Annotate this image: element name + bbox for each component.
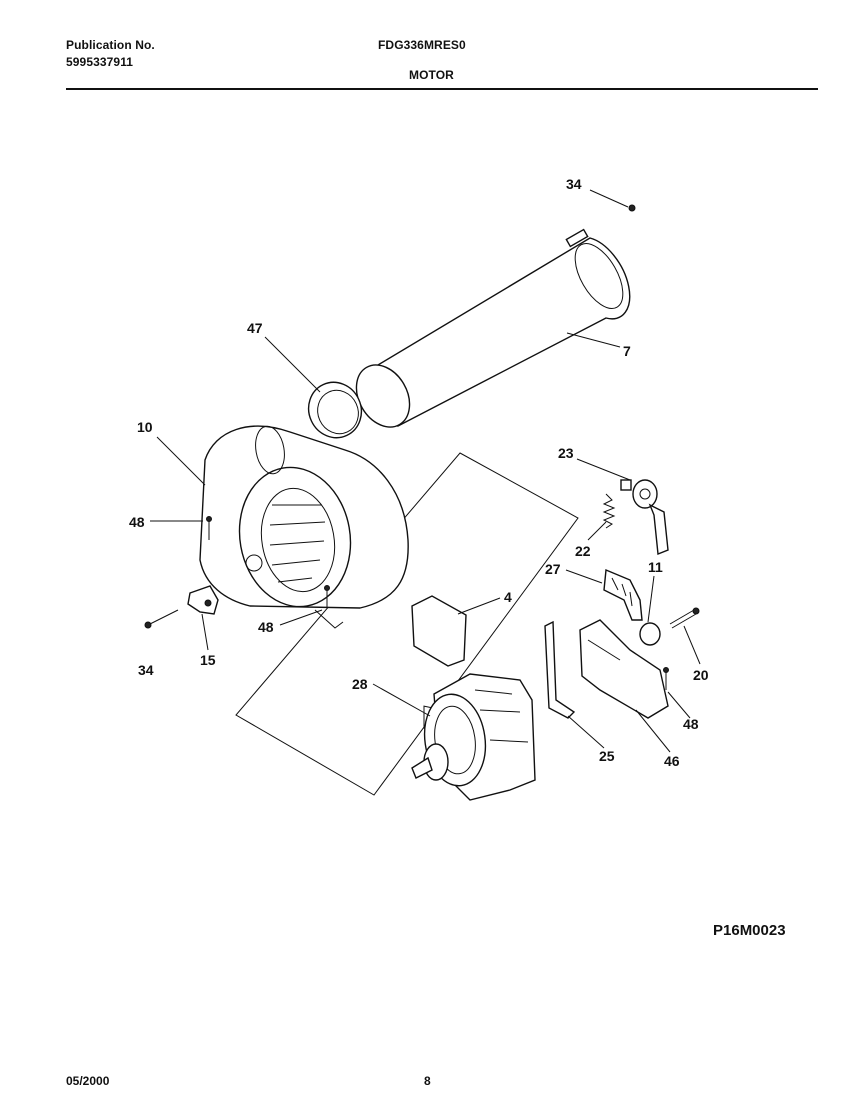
motor-strap-part	[544, 620, 576, 719]
callout-23: 23	[558, 445, 574, 461]
header-divider	[66, 88, 818, 90]
drive-motor-part	[411, 673, 536, 801]
callout-47: 47	[247, 320, 263, 336]
callout-10: 10	[137, 419, 153, 435]
publication-number: 5995337911	[66, 55, 134, 69]
page-number: 8	[424, 1074, 431, 1088]
screw-part	[144, 609, 179, 629]
seal-ring-part	[307, 381, 363, 439]
callout-28: 28	[352, 676, 368, 692]
callout-46: 46	[664, 753, 680, 769]
callout-34: 34	[138, 662, 154, 678]
base-plane	[235, 452, 579, 796]
footer-date: 05/2000	[66, 1074, 110, 1088]
exhaust-duct-part	[355, 228, 631, 428]
screw-part	[206, 516, 330, 608]
callout-11: 11	[648, 559, 663, 575]
idler-bracket-part	[620, 479, 669, 555]
callout-48: 48	[258, 619, 274, 635]
screw-part	[663, 667, 669, 690]
callout-22: 22	[575, 543, 591, 559]
section-title: MOTOR	[409, 68, 454, 82]
callout-4: 4	[504, 589, 512, 605]
callout-48: 48	[683, 716, 699, 732]
screw-part	[628, 204, 636, 212]
bolt-part	[669, 607, 700, 629]
spring-part	[602, 493, 616, 529]
publication-label: Publication No.	[66, 38, 155, 52]
motor-bracket-part	[579, 619, 669, 719]
callout-15: 15	[200, 652, 216, 668]
blower-housing-part	[199, 425, 409, 629]
callout-25: 25	[599, 748, 615, 764]
callout-34: 34	[566, 176, 582, 192]
idler-arm-part	[603, 568, 661, 646]
callout-leaders	[150, 189, 701, 753]
callout-7: 7	[623, 343, 631, 359]
thermostat-part	[187, 585, 219, 615]
callout-27: 27	[545, 561, 561, 577]
diagram-code: P16M0023	[713, 922, 786, 939]
callout-20: 20	[693, 667, 709, 683]
callout-48: 48	[129, 514, 145, 530]
model-number: FDG336MRES0	[378, 38, 466, 52]
